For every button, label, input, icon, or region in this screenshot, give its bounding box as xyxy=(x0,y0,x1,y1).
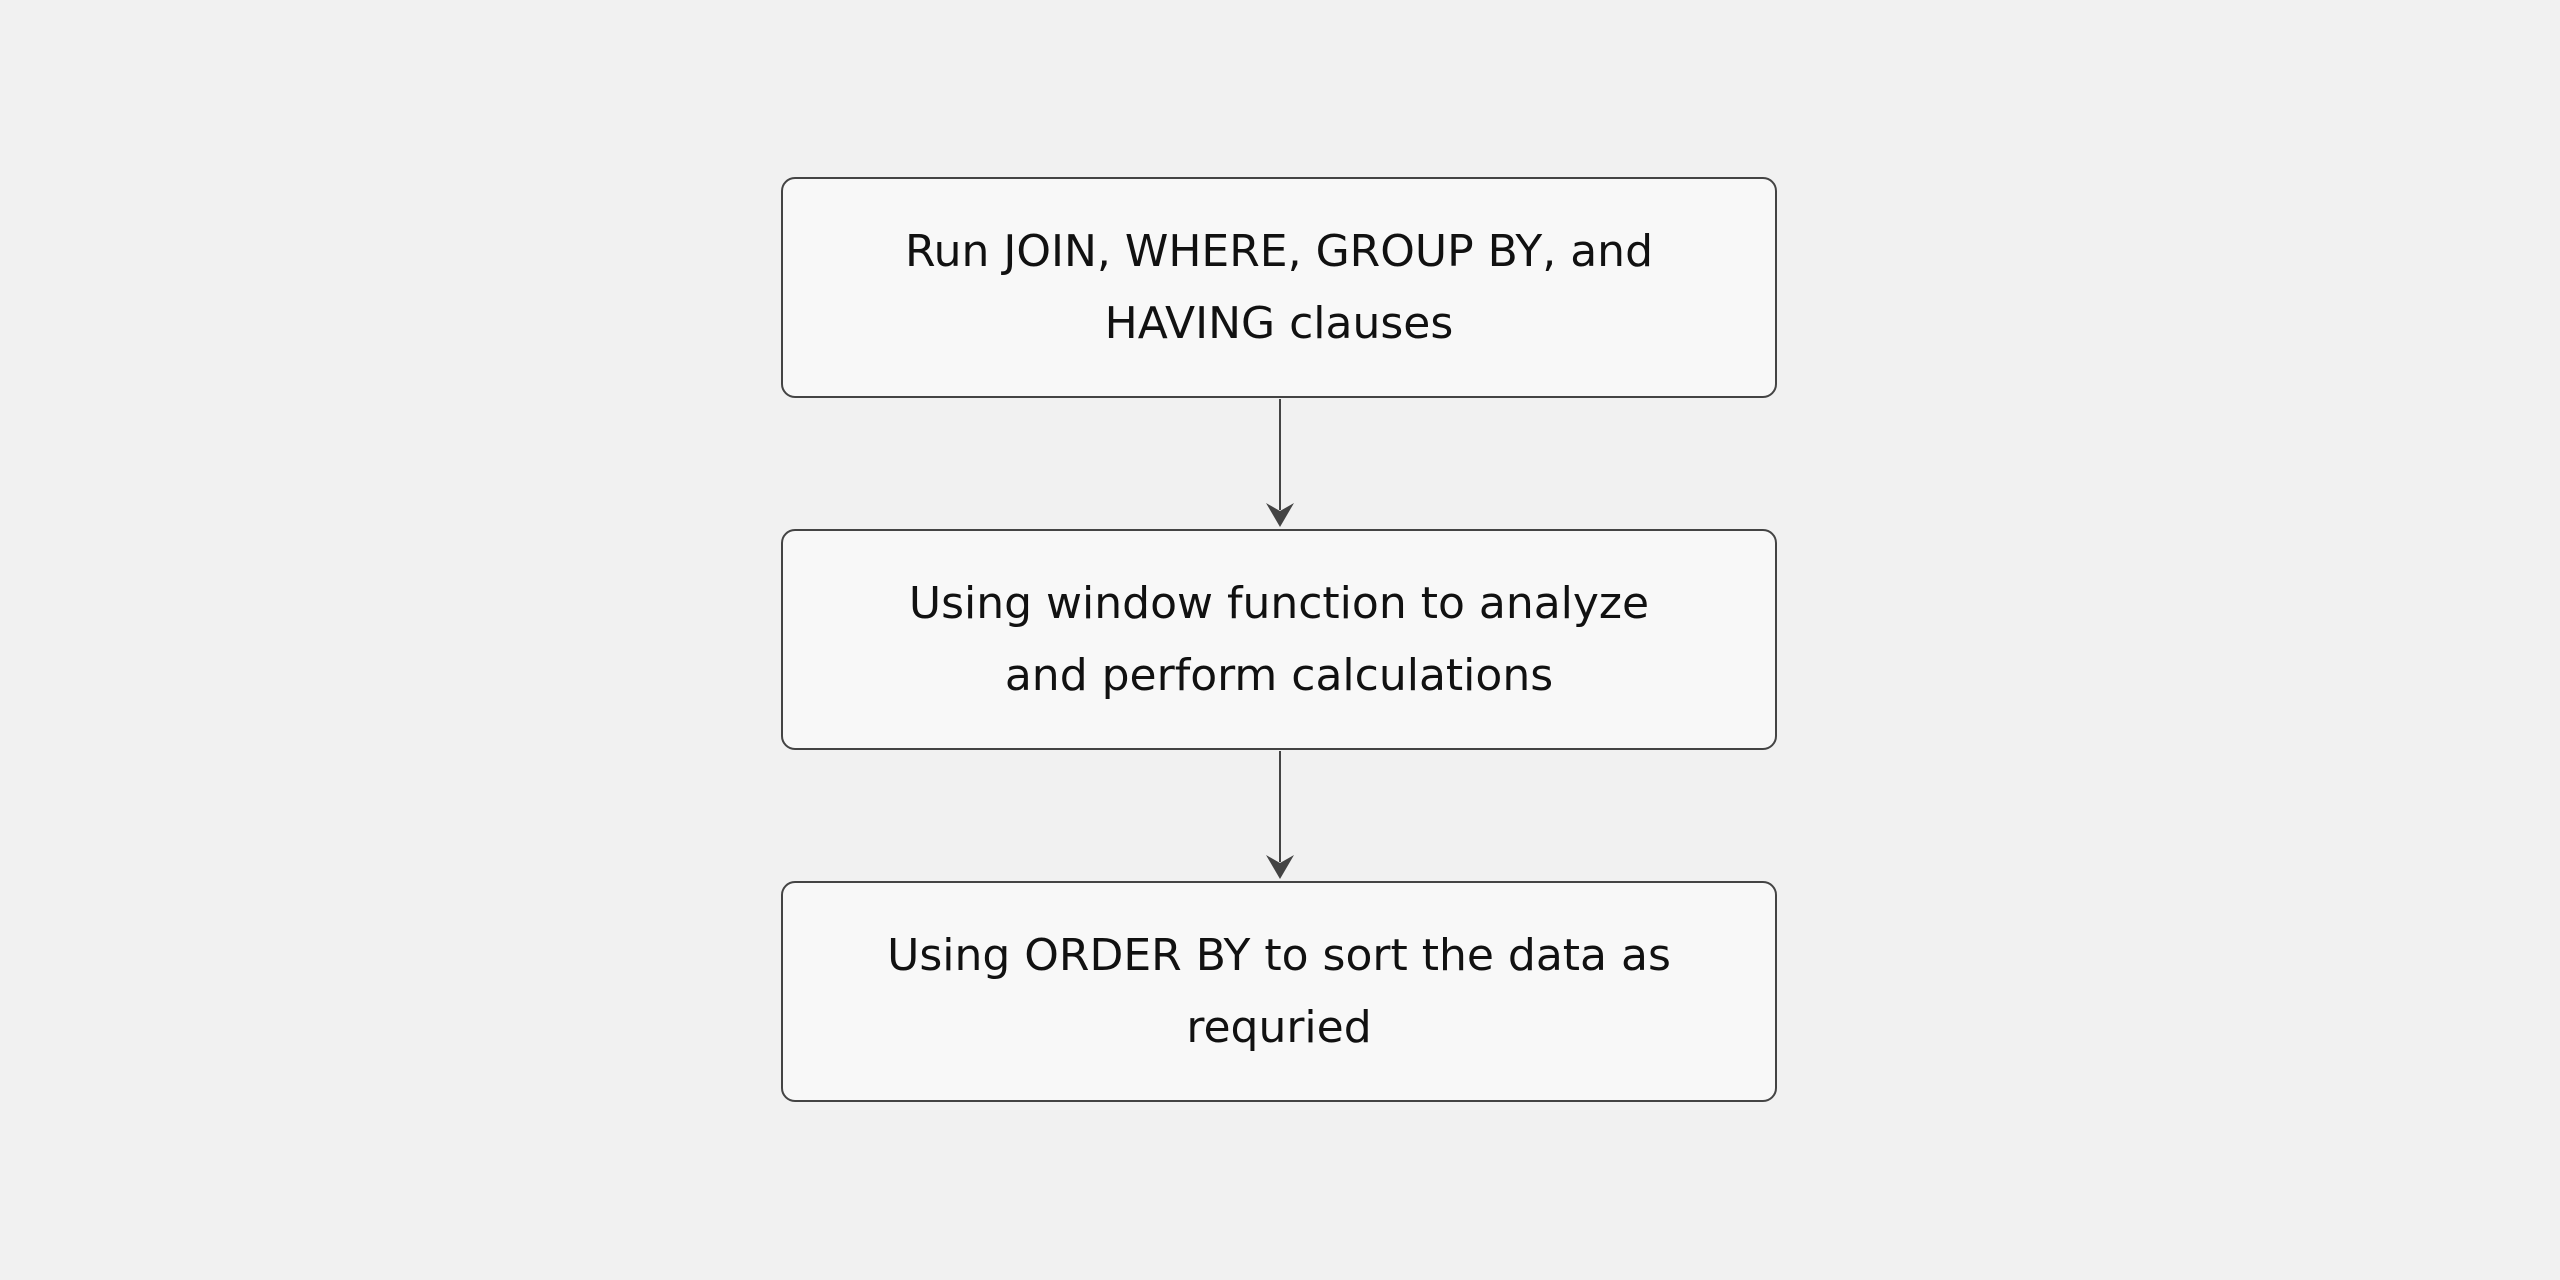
step-label-order-by: Using ORDER BY to sort the data as requr… xyxy=(887,929,1671,1053)
step-box-run-clauses: Run JOIN, WHERE, GROUP BY, and HAVING cl… xyxy=(781,177,1777,398)
step-label-window-function: Using window function to analyze and per… xyxy=(908,577,1650,701)
step-label-run-clauses: Run JOIN, WHERE, GROUP BY, and HAVING cl… xyxy=(905,225,1653,349)
step-box-window-function: Using window function to analyze and per… xyxy=(781,529,1777,750)
step-box-order-by: Using ORDER BY to sort the data as requr… xyxy=(781,881,1777,1102)
arrow-step2-to-step3 xyxy=(1266,751,1294,879)
arrow-step1-to-step2 xyxy=(1266,399,1294,527)
arrow-head-icon xyxy=(1266,855,1294,879)
arrow-head-icon xyxy=(1266,503,1294,527)
